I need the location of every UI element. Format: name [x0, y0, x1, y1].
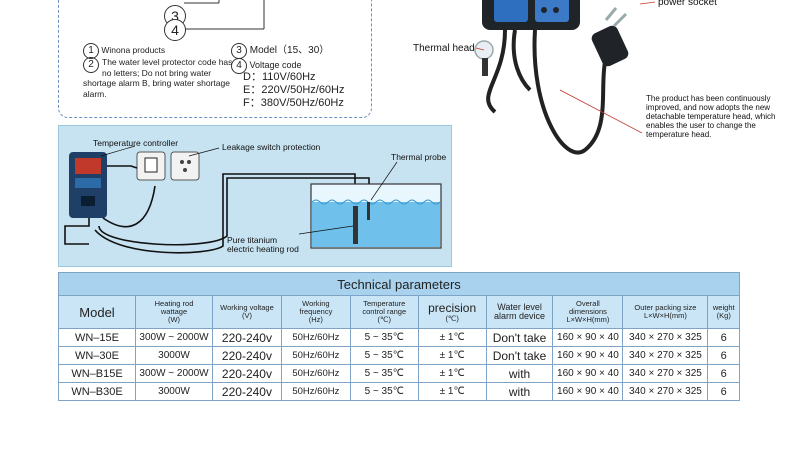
- voltage-e: E：220V/50Hz/60Hz: [243, 84, 345, 96]
- header-voltage: Working voltage (V): [212, 295, 282, 329]
- temperature-controller-label: Temperature controller: [93, 138, 179, 148]
- cell-weight: 6: [707, 382, 740, 401]
- cell-temp: 5 ~ 35℃: [349, 346, 419, 365]
- product-illustration: [474, 0, 656, 155]
- cell-wattage: 300W ~ 2000W: [135, 328, 213, 347]
- product-improvement-note: The product has been continuously improv…: [646, 94, 776, 139]
- heating-rod-label: Pure titanium electric heating rod: [227, 235, 299, 254]
- model-code-legend: 3 4 1 Winona products 2 The water level …: [58, 0, 372, 118]
- installation-diagram: Temperature controller Leakage switch pr…: [58, 125, 452, 267]
- technical-parameters-table: Technical parameters Model Heating rod w…: [58, 272, 740, 401]
- cell-temp: 5 ~ 35℃: [349, 382, 419, 401]
- diagram-water: [312, 202, 440, 247]
- header-frequency: Working frequency (Hz): [280, 295, 351, 329]
- diagram-drawing: [64, 145, 442, 254]
- cell-wattage: 3000W: [135, 346, 213, 365]
- voltage-f: F：380V/50Hz/60Hz: [243, 97, 344, 109]
- cell-frequency: 50Hz/60Hz: [280, 364, 351, 383]
- cell-wattage: 300W ~ 2000W: [135, 364, 213, 383]
- cell-precision: ± 1℃: [417, 346, 487, 365]
- cell-wattage: 3000W: [135, 382, 213, 401]
- legend-item-4: 4 Voltage code: [231, 58, 366, 74]
- cell-weight: 6: [707, 346, 740, 365]
- cell-weight: 6: [707, 364, 740, 383]
- cell-packing: 340 × 270 × 325: [622, 328, 709, 347]
- cell-dims: 160 × 90 × 40: [552, 328, 624, 347]
- cell-frequency: 50Hz/60Hz: [280, 346, 351, 365]
- controller-display: [494, 0, 528, 22]
- cell-frequency: 50Hz/60Hz: [280, 382, 351, 401]
- cell-model: WN–30E: [58, 346, 136, 365]
- header-weight: weight (Kg): [707, 295, 740, 329]
- legend-tree-lines: [184, 0, 265, 30]
- diagram-heating-rod: [353, 206, 358, 244]
- cell-alarm: Don't take: [485, 346, 554, 365]
- probe-cable: [486, 29, 507, 114]
- cell-model: WN–B30E: [58, 382, 136, 401]
- cell-dims: 160 × 90 × 40: [552, 346, 624, 365]
- circle-4: 4: [164, 19, 186, 41]
- table-title: Technical parameters: [58, 272, 740, 296]
- header-model: Model: [58, 295, 136, 329]
- cell-packing: 340 × 270 × 325: [622, 364, 709, 383]
- cell-temp: 5 ~ 35℃: [349, 364, 419, 383]
- cell-precision: ± 1℃: [417, 328, 487, 347]
- thermal-probe-label: Thermal probe: [391, 152, 447, 162]
- power-socket-label: power socket: [658, 0, 717, 8]
- cell-voltage: 220-240v: [212, 328, 282, 347]
- legend-item-2: 2 The water level protector code has no …: [83, 57, 233, 99]
- thermal-head-label: Thermal head: [413, 43, 475, 54]
- cell-dims: 160 × 90 × 40: [552, 382, 624, 401]
- cell-model: WN–15E: [58, 328, 136, 347]
- cell-temp: 5 ~ 35℃: [349, 328, 419, 347]
- table-header-row: Model Heating rod wattage (W) Working vo…: [58, 295, 740, 329]
- cell-voltage: 220-240v: [212, 364, 282, 383]
- leakage-switch-label: Leakage switch protection: [222, 142, 321, 152]
- header-alarm: Water level alarm device: [485, 295, 554, 329]
- header-packing: Outer packing size L×W×H(mm): [622, 295, 709, 329]
- voltage-d: D：110V/60Hz: [243, 71, 316, 83]
- cell-frequency: 50Hz/60Hz: [280, 328, 351, 347]
- cell-alarm: with: [485, 382, 554, 401]
- cell-precision: ± 1℃: [417, 364, 487, 383]
- cell-alarm: with: [485, 364, 554, 383]
- cell-weight: 6: [707, 328, 740, 347]
- header-wattage: Heating rod wattage (W): [135, 295, 213, 329]
- cell-dims: 160 × 90 × 40: [552, 364, 624, 383]
- cell-voltage: 220-240v: [212, 382, 282, 401]
- diagram-socket-2: [170, 151, 200, 181]
- power-cable: [532, 29, 607, 155]
- diagram-probe: [367, 202, 370, 220]
- plug-body: [591, 25, 629, 67]
- controller-socket: [535, 0, 569, 22]
- product-photo: power socket Thermal head The product ha…: [410, 0, 800, 175]
- header-precision: precision (℃): [417, 295, 487, 329]
- legend-item-3: 3 Model（15、30）: [231, 43, 366, 59]
- cell-packing: 340 × 270 × 325: [622, 346, 709, 365]
- header-temp-range: Temperature control range (℃): [349, 295, 419, 329]
- header-dimensions: Overall dimensions L×W×H(mm): [552, 295, 624, 329]
- cell-alarm: Don't take: [485, 328, 554, 347]
- cell-packing: 340 × 270 × 325: [622, 382, 709, 401]
- cell-voltage: 220-240v: [212, 346, 282, 365]
- cell-precision: ± 1℃: [417, 382, 487, 401]
- cell-model: WN–B15E: [58, 364, 136, 383]
